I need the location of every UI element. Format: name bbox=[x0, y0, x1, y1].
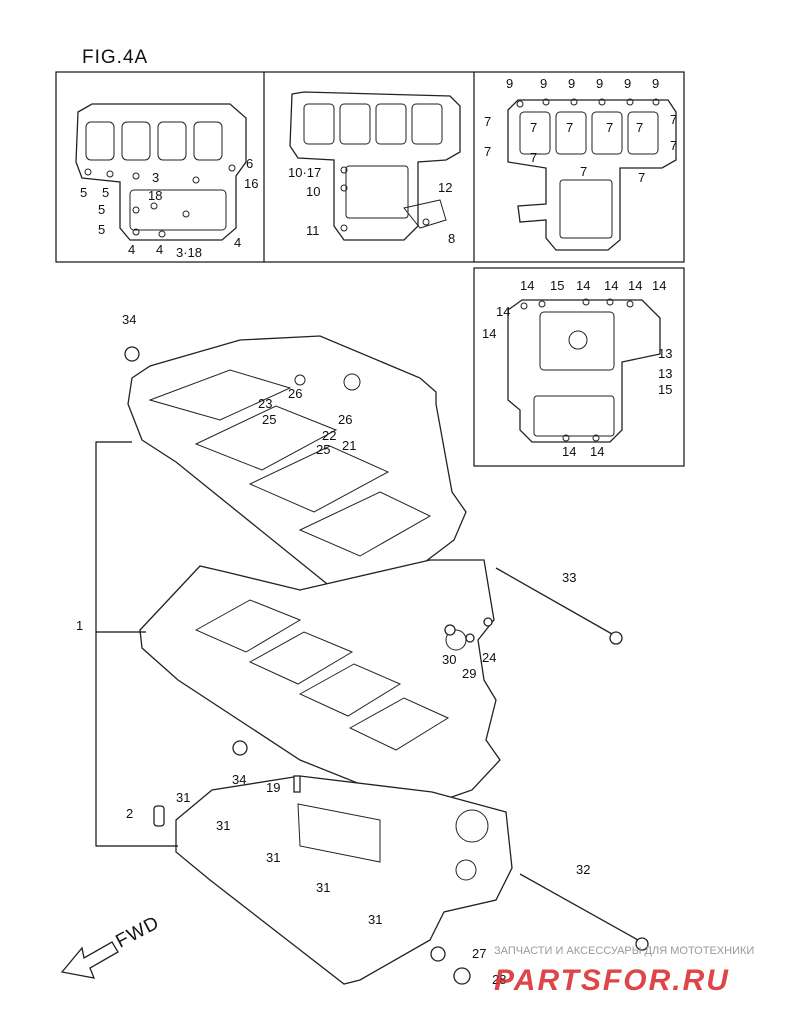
callout-box1-4: 4 bbox=[128, 242, 135, 257]
callout-box1-11: 16 bbox=[244, 176, 258, 191]
main-drawing bbox=[95, 335, 649, 985]
watermark-brand: PARTSFOR.RU bbox=[494, 964, 730, 997]
box4-drawing bbox=[507, 298, 661, 443]
callout-main-17: 31 bbox=[216, 818, 230, 833]
callout-box3-11: 7 bbox=[636, 120, 643, 135]
callout-main-6: 25 bbox=[316, 442, 330, 457]
callout-main-10: 30 bbox=[442, 652, 456, 667]
callout-box3-7: 7 bbox=[484, 144, 491, 159]
callout-box1-0: 5 bbox=[80, 185, 87, 200]
inset-boxes bbox=[55, 71, 685, 467]
callout-box4-1: 14 bbox=[520, 278, 534, 293]
callout-box3-5: 9 bbox=[652, 76, 659, 91]
callout-main-13: 34 bbox=[232, 772, 246, 787]
figure-title: FIG.4A bbox=[82, 47, 148, 68]
callout-main-18: 31 bbox=[266, 850, 280, 865]
callout-box1-3: 5 bbox=[98, 222, 105, 237]
callout-box3-14: 7 bbox=[530, 150, 537, 165]
callout-main-7: 21 bbox=[342, 438, 356, 453]
callout-box1-2: 5 bbox=[98, 202, 105, 217]
callout-main-8: 33 bbox=[562, 570, 576, 585]
callout-box4-11: 14 bbox=[562, 444, 576, 459]
callout-box2-3: 12 bbox=[438, 180, 452, 195]
callout-box3-12: 7 bbox=[670, 112, 677, 127]
callout-box4-12: 14 bbox=[590, 444, 604, 459]
callout-box2-0: 10·17 bbox=[288, 165, 321, 180]
callout-main-20: 31 bbox=[368, 912, 382, 927]
callout-box2-1: 10 bbox=[306, 184, 320, 199]
callout-box1-8: 3·18 bbox=[176, 245, 202, 260]
callout-box4-5: 14 bbox=[628, 278, 642, 293]
callout-main-0: 34 bbox=[122, 312, 136, 327]
callout-box4-6: 14 bbox=[652, 278, 666, 293]
callout-box1-9: 4 bbox=[234, 235, 241, 250]
callout-box3-4: 9 bbox=[624, 76, 631, 91]
box3-drawing bbox=[507, 98, 677, 251]
callout-box4-9: 13 bbox=[658, 366, 672, 381]
callout-main-1: 26 bbox=[288, 386, 302, 401]
callout-main-21: 32 bbox=[576, 862, 590, 877]
callout-main-5: 22 bbox=[322, 428, 336, 443]
callout-box1-6: 3 bbox=[152, 170, 159, 185]
callout-box4-0: 14 bbox=[496, 304, 510, 319]
box1-drawing bbox=[75, 103, 247, 241]
callout-box3-10: 7 bbox=[606, 120, 613, 135]
callout-box3-1: 9 bbox=[540, 76, 547, 91]
callout-main-19: 31 bbox=[316, 880, 330, 895]
callout-box4-7: 14 bbox=[482, 326, 496, 341]
callout-main-15: 2 bbox=[126, 806, 133, 821]
forward-arrow-icon bbox=[60, 941, 119, 979]
forward-label: FWD bbox=[112, 912, 163, 952]
watermark-caption: ЗАПЧАСТИ И АКСЕССУАРЫ ДЛЯ МОТОТЕХНИКИ bbox=[494, 945, 754, 957]
callout-main-3: 25 bbox=[262, 412, 276, 427]
callout-main-16: 31 bbox=[176, 790, 190, 805]
callout-main-22: 27 bbox=[472, 946, 486, 961]
callout-main-2: 23 bbox=[258, 396, 272, 411]
callout-box4-3: 14 bbox=[576, 278, 590, 293]
callout-box1-7: 18 bbox=[148, 188, 162, 203]
callout-box3-16: 7 bbox=[638, 170, 645, 185]
inset-frame-top bbox=[55, 71, 685, 263]
callout-box2-2: 11 bbox=[306, 223, 320, 238]
callout-box1-10: 6 bbox=[246, 156, 253, 171]
callout-box4-8: 13 bbox=[658, 346, 672, 361]
callout-box3-9: 7 bbox=[566, 120, 573, 135]
callout-box3-6: 7 bbox=[484, 114, 491, 129]
callout-box4-10: 15 bbox=[658, 382, 672, 397]
callout-main-4: 26 bbox=[338, 412, 352, 427]
callout-box3-2: 9 bbox=[568, 76, 575, 91]
inset-frame-right bbox=[473, 267, 685, 467]
callout-box3-3: 9 bbox=[596, 76, 603, 91]
callout-box4-2: 15 bbox=[550, 278, 564, 293]
callout-box3-8: 7 bbox=[530, 120, 537, 135]
callout-main-11: 24 bbox=[482, 650, 496, 665]
callout-box1-5: 4 bbox=[156, 242, 163, 257]
callout-main-12: 29 bbox=[462, 666, 476, 681]
callout-main-23: 28 bbox=[492, 972, 506, 987]
callout-box2-4: 8 bbox=[448, 231, 455, 246]
callout-box3-13: 7 bbox=[670, 138, 677, 153]
box2-drawing bbox=[289, 91, 461, 241]
callout-main-9: 1 bbox=[76, 618, 83, 633]
callout-main-14: 19 bbox=[266, 780, 280, 795]
callout-box1-1: 5 bbox=[102, 185, 109, 200]
callout-box3-15: 7 bbox=[580, 164, 587, 179]
callout-box3-0: 9 bbox=[506, 76, 513, 91]
callout-box4-4: 14 bbox=[604, 278, 618, 293]
